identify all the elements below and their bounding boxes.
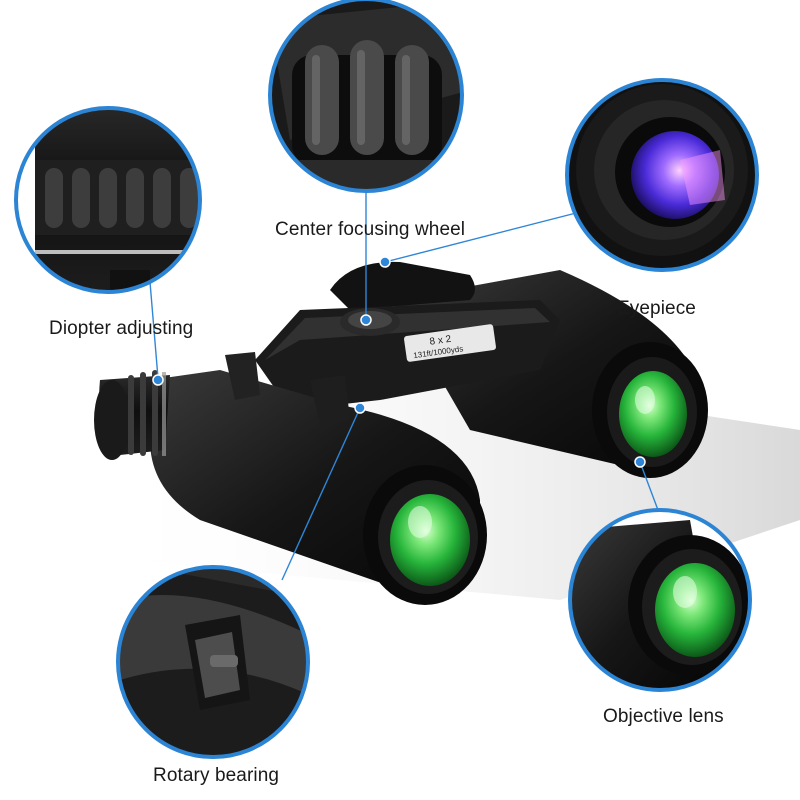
callout-lines [149, 190, 659, 581]
diopter-ridges [128, 370, 158, 456]
zoom-diopter-adjusting [14, 106, 202, 294]
callout-dots [152, 256, 646, 468]
label-diopter-adjusting: Diopter adjusting [49, 318, 194, 339]
zoom-objective-lens [568, 508, 752, 692]
label-eyepiece: Eyepiece [617, 298, 696, 319]
zoom-center-focusing-wheel [268, 0, 464, 193]
spec-plate: 8 x 2 131ft/1000yds [404, 324, 496, 362]
right-objective-lens [619, 371, 687, 457]
label-center-focusing-wheel: Center focusing wheel [275, 219, 466, 240]
spec-line-1: 8 x 2 [429, 334, 452, 348]
label-objective-lens: Objective lens [603, 706, 724, 727]
label-rotary-bearing: Rotary bearing [153, 765, 280, 786]
eyepiece-lens [631, 131, 719, 219]
zoom-rotary-bearing [116, 565, 310, 759]
left-objective-lens [390, 494, 470, 586]
zoom-eyepiece [565, 78, 759, 272]
